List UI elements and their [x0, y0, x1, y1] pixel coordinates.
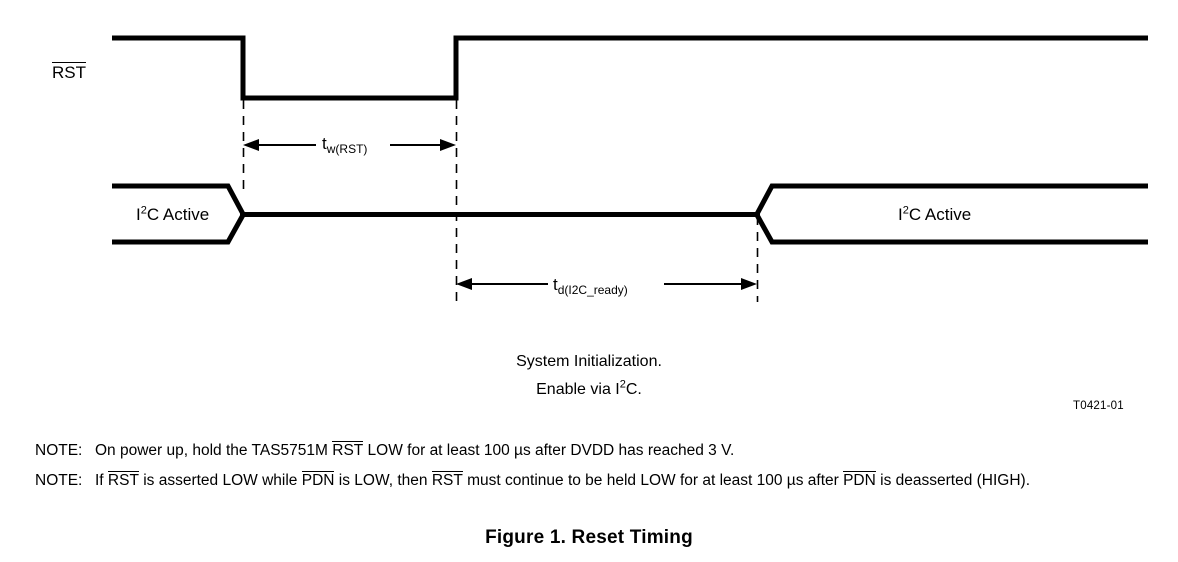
overlined-signal-pdn: PDN [301, 471, 335, 489]
note-text-run-0: On power up, hold the TAS5751M [95, 442, 333, 459]
note-text-run-2: is asserted LOW while [138, 472, 302, 489]
overlined-signal-rst: RST [431, 471, 463, 489]
note-text-run-2: LOW for at least 100 µs after DVDD has r… [363, 442, 735, 459]
note-2-label: NOTE: [35, 472, 83, 489]
i2c-right-superscript: 2 [902, 204, 909, 217]
signal-label-rst: RST [52, 62, 86, 83]
annotation-line-2-prefix: Enable via I [536, 381, 620, 398]
i2c-left-superscript: 2 [140, 204, 147, 217]
td-subscript: d(I2C_ready) [557, 283, 628, 297]
overlined-signal-pdn: PDN [843, 471, 876, 489]
figure-id-code: T0421-01 [1073, 400, 1124, 412]
note-2-body: If RST is asserted LOW while PDN is LOW,… [95, 470, 1178, 491]
overlined-signal-rst: RST [107, 471, 139, 489]
figure-caption: Figure 1. Reset Timing [485, 527, 693, 548]
rst-overline-text: RST [52, 62, 86, 82]
note-1-body: On power up, hold the TAS5751M RST LOW f… [95, 440, 1178, 461]
tw-base: t [322, 134, 327, 153]
annotation-line-2-suffix: C. [625, 381, 642, 398]
overlined-signal-rst: RST [332, 441, 364, 459]
note-text-run-6: must continue to be held LOW for at leas… [462, 472, 844, 489]
rst-waveform [112, 35, 1148, 101]
tw-rst-measure [243, 139, 456, 151]
note-text-run-4: is LOW, then [334, 472, 432, 489]
note-row-2: NOTE: If RST is asserted LOW while PDN i… [35, 470, 1155, 518]
note-1-label: NOTE: [35, 442, 83, 459]
param-label-tw-rst: tw(RST) [322, 134, 368, 156]
i2c-active-label-right: I2C Active [898, 205, 971, 225]
tw-subscript: w(RST) [326, 142, 368, 156]
note-row-1: NOTE: On power up, hold the TAS5751M RST… [35, 440, 1155, 464]
annotation-line-2-superscript: 2 [619, 378, 626, 391]
i2c-active-label-left: I2C Active [136, 205, 209, 225]
td-base: t [553, 275, 558, 294]
td-i2c-ready-measure [456, 278, 757, 290]
i2c-right-rest: C Active [908, 205, 972, 224]
i2c-right-main: I [898, 205, 903, 224]
note-text-run-8: is deasserted (HIGH). [875, 472, 1031, 489]
i2c-left-bus [112, 183, 246, 245]
i2c-left-main: I [136, 205, 141, 224]
i2c-left-rest: C Active [146, 205, 210, 224]
param-label-td-i2c-ready: td(I2C_ready) [553, 275, 628, 297]
note-text-run-0: If [95, 472, 108, 489]
i2c-right-bus [754, 183, 1148, 245]
annotation-line-2: Enable via I2C. [0, 378, 1178, 399]
annotation-line-1: System Initialization. [516, 353, 662, 370]
timing-diagram-canvas [112, 35, 1148, 302]
